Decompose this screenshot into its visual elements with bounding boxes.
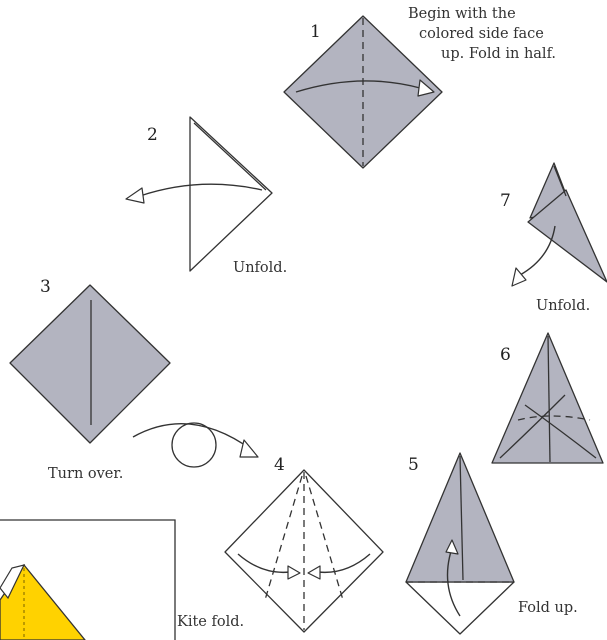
step-2-number: 2: [147, 125, 158, 145]
step-6: 6: [492, 333, 603, 463]
step-5-lower-triangle: [406, 582, 514, 634]
step-3-caption: Turn over.: [48, 466, 123, 482]
step-4-number: 4: [274, 455, 285, 475]
step-5-caption: Fold up.: [518, 600, 578, 616]
step-1-number: 1: [310, 22, 321, 42]
step-7-arrowhead: [512, 268, 526, 286]
result-inset: [0, 520, 175, 640]
step-3-square: [10, 285, 170, 443]
step-4: 4 Kite fold.: [177, 455, 383, 632]
step-2-triangle: [190, 117, 272, 271]
step-6-number: 6: [500, 345, 511, 365]
step-7-number: 7: [500, 191, 511, 211]
step-4-caption: Kite fold.: [177, 614, 244, 630]
step-2-caption: Unfold.: [233, 260, 287, 276]
step-3-arrowhead: [240, 440, 258, 457]
step-7: 7 Unfold.: [500, 163, 607, 314]
step-3-turn-arrow: [133, 424, 252, 450]
step-7-caption: Unfold.: [536, 298, 590, 314]
step-5: 5 Fold up.: [406, 453, 578, 634]
step-2-arrowhead: [126, 188, 144, 203]
step-5-number: 5: [408, 455, 419, 475]
step-3: 3 Turn over.: [10, 277, 258, 482]
step-2: 2 Unfold.: [126, 117, 287, 276]
step-3-turn-over-icon: [172, 423, 216, 467]
step-1-caption-line-1: Begin with the: [408, 6, 516, 22]
step-1: 1 Begin with the colored side face up. F…: [284, 6, 556, 168]
step-1-caption-line-3: up. Fold in half.: [441, 46, 556, 62]
step-1-caption-line-2: colored side face: [419, 26, 544, 42]
step-3-number: 3: [40, 277, 51, 297]
